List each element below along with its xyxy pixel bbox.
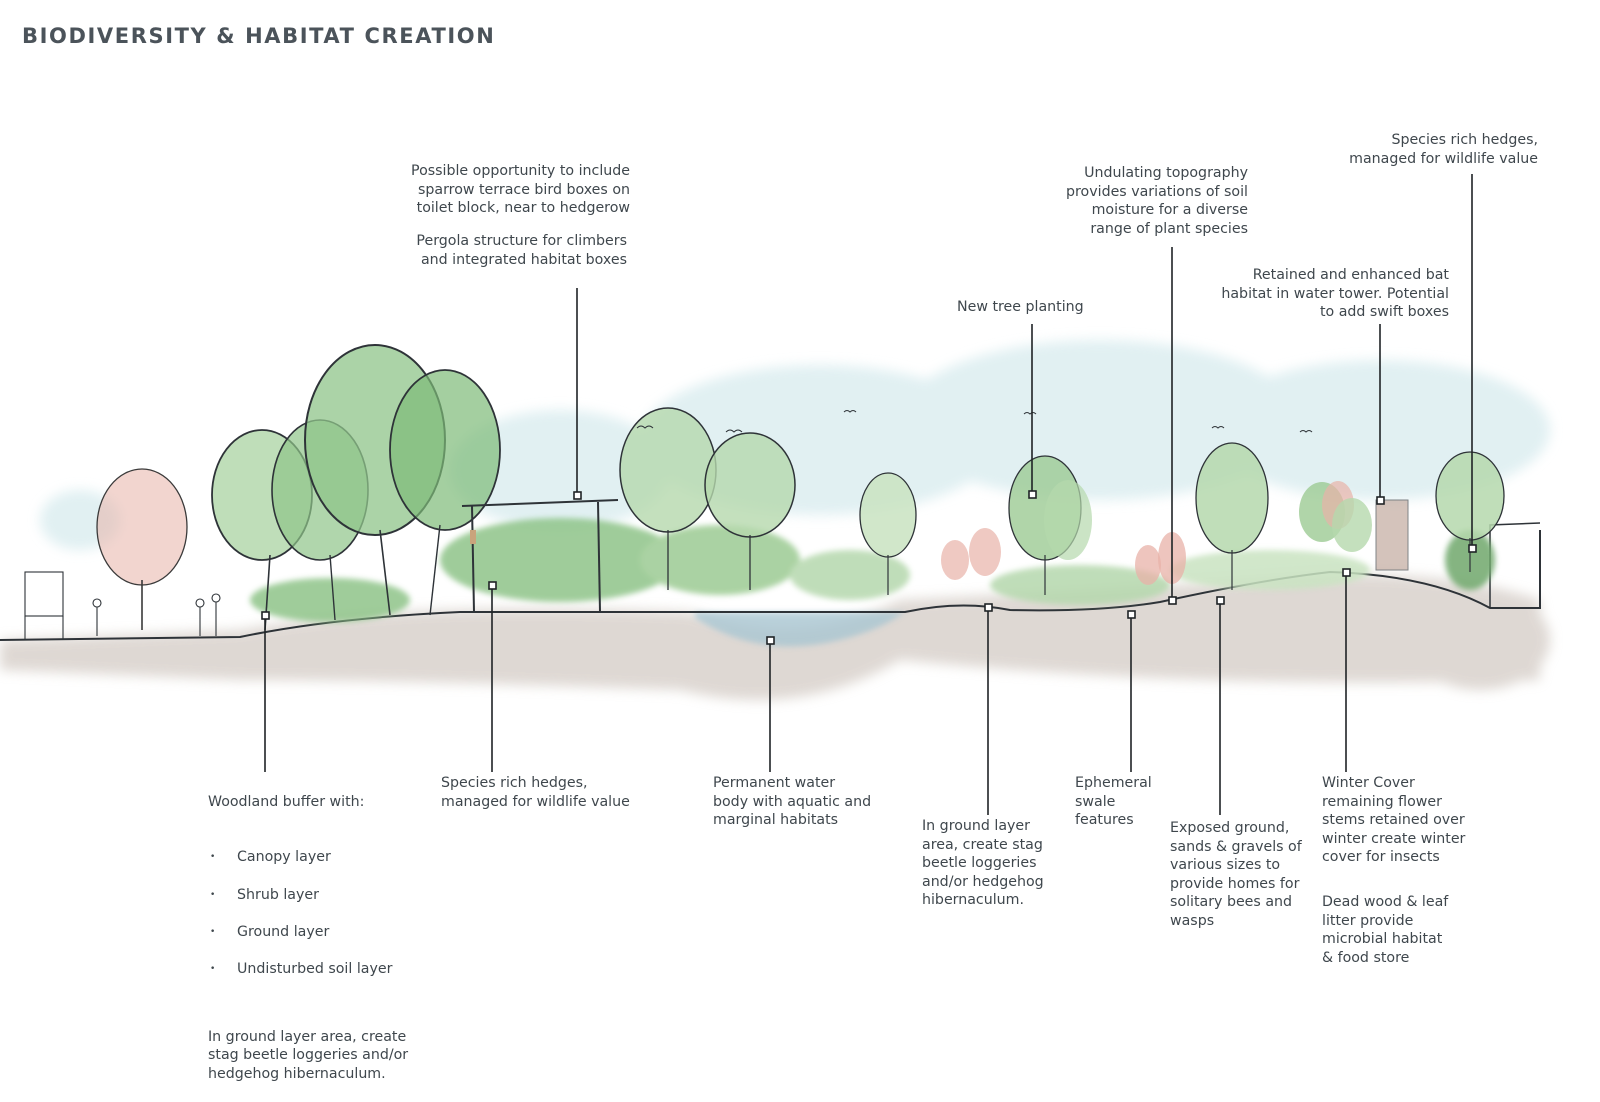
marker-hedges-top <box>1468 544 1477 553</box>
annotation-hedges-top: Species rich hedges, managed for wildlif… <box>1349 132 1538 167</box>
water-tower <box>1375 499 1409 571</box>
annotation-sparrow-boxes: Possible opportunity to include sparrow … <box>411 163 630 217</box>
trees <box>96 344 1505 631</box>
annotation-water-body: Permanent water body with aquatic and ma… <box>713 775 872 829</box>
woodland-layer-item: Canopy layer <box>208 848 438 867</box>
annotation-new-tree-planting: New tree planting <box>957 299 1084 315</box>
tree-new-planting <box>1008 455 1092 595</box>
marker-hedges-bottom <box>488 581 497 590</box>
people-figures <box>24 571 221 640</box>
leader-markers <box>261 490 1477 645</box>
tree-mid-1 <box>619 407 796 590</box>
annotation-bat-habitat: Retained and enhanced bat habitat in wat… <box>1221 267 1449 321</box>
marker-exposed-ground <box>1216 596 1225 605</box>
tree-far-right <box>1435 451 1505 572</box>
annotation-swale: Ephemeral swale features <box>1075 775 1152 829</box>
woodland-layer-item: Shrub layer <box>208 886 438 905</box>
pergola <box>461 499 619 613</box>
marker-water-body <box>766 636 775 645</box>
annotation-winter-cover: Winter Cover remaining flower stems reta… <box>1322 775 1466 866</box>
water-body <box>695 612 905 647</box>
tree-woodland-1 <box>211 344 501 631</box>
marker-swale <box>1127 610 1136 619</box>
annotation-exposed-ground: Exposed ground, sands & gravels of vario… <box>1170 820 1302 929</box>
page-title: BIODIVERSITY & HABITAT CREATION <box>22 24 496 48</box>
marker-bat-habitat <box>1376 496 1385 505</box>
woodland-intro: Woodland buffer with: <box>208 793 365 810</box>
marker-winter-cover <box>1342 568 1351 577</box>
tree-right-1 <box>1195 442 1269 590</box>
hedge-band <box>250 518 1495 622</box>
marker-new-tree <box>1028 490 1037 499</box>
section-illustration <box>0 174 1550 815</box>
marker-undulating <box>1168 596 1177 605</box>
marker-woodland <box>261 611 270 620</box>
woodland-layer-item: Undisturbed soil layer <box>208 960 438 979</box>
annotation-hedges-bottom: Species rich hedges, managed for wildlif… <box>441 775 630 810</box>
birds <box>636 410 1313 433</box>
tree-mid-2 <box>859 472 1001 595</box>
marker-ground-layer <box>984 603 993 612</box>
annotation-woodland-buffer: Woodland buffer with: Canopy layer Shrub… <box>208 774 438 1102</box>
tree-right-2 <box>1299 481 1372 552</box>
annotation-pergola: Pergola structure for climbers and integ… <box>416 233 627 268</box>
woodland-layer-list: Canopy layer Shrub layer Ground layer Un… <box>208 830 438 997</box>
woodland-layer-item: Ground layer <box>208 923 438 942</box>
annotation-dead-wood: Dead wood & leaf litter provide microbia… <box>1322 894 1449 966</box>
tree-blossom-left <box>96 468 188 630</box>
annotation-undulating-topography: Undulating topography provides variation… <box>1066 165 1248 237</box>
annotation-ground-layer: In ground layer area, create stag beetle… <box>922 818 1044 909</box>
woodland-extra: In ground layer area, create stag beetle… <box>208 1028 409 1082</box>
leader-lines <box>264 174 1473 815</box>
marker-sparrow-boxes <box>573 491 582 500</box>
